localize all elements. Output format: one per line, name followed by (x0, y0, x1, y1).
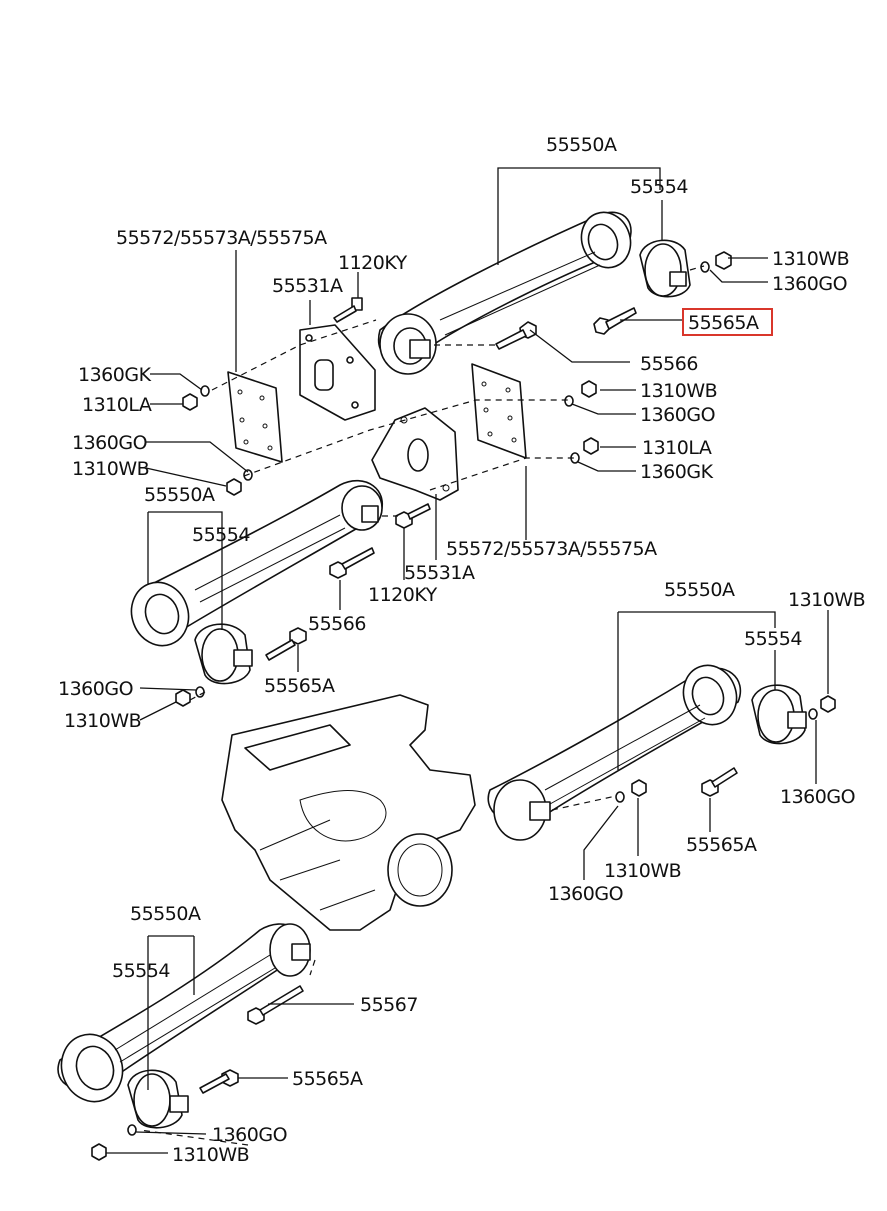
label-55550A-bottom-left[interactable]: 55550A (130, 903, 201, 925)
nut-washer-top (700, 251, 732, 273)
fasteners-bottom-right (615, 767, 738, 803)
fasteners-bottom-left (91, 985, 304, 1161)
label-55554-mid-left[interactable]: 55554 (192, 524, 251, 546)
bushing-top (639, 239, 691, 298)
label-55565A-bottom-left[interactable]: 55565A (292, 1068, 363, 1090)
label-1360GO-left[interactable]: 1360GO (72, 432, 148, 454)
label-55550A-top[interactable]: 55550A (546, 134, 617, 156)
bushing-bottom-left (127, 1069, 189, 1129)
label-1310WB-top[interactable]: 1310WB (772, 248, 850, 270)
label-55531A-top[interactable]: 55531A (272, 275, 343, 297)
label-55567[interactable]: 55567 (360, 994, 418, 1016)
bolts-mid-left (175, 503, 431, 707)
label-1360GO-bottom-left[interactable]: 1360GO (212, 1124, 288, 1146)
label-1360GO-far-right[interactable]: 1360GO (780, 786, 856, 808)
label-55550A-bottom-right[interactable]: 55550A (664, 579, 735, 601)
label-55565A-highlighted[interactable]: 55565A (688, 312, 759, 334)
label-1360GO-right-mid[interactable]: 1360GO (640, 404, 716, 426)
label-1360GK-right-mid[interactable]: 1360GK (640, 461, 714, 483)
plate-left (227, 371, 283, 463)
labels: 55550A 55554 1310WB 1360GO 55565A 55566 … (58, 134, 866, 1166)
label-1310WB-mid-left[interactable]: 1310WB (64, 710, 142, 732)
label-1310WB-bottom-left[interactable]: 1310WB (172, 1144, 250, 1166)
highlight-box (682, 308, 773, 336)
label-1310LA-left[interactable]: 1310LA (82, 394, 152, 416)
bushing-mid-left (194, 623, 253, 685)
label-1310LA-right-mid[interactable]: 1310LA (642, 437, 712, 459)
control-arm-bottom-left (57, 923, 311, 1103)
label-55572-top[interactable]: 55572/55573A/55575A (116, 227, 328, 249)
label-55554-bottom-right[interactable]: 55554 (744, 628, 803, 650)
nuts-washers-mid (182, 380, 599, 496)
label-1360GO-bottom-right[interactable]: 1360GO (548, 883, 624, 905)
bracket-top (299, 324, 376, 421)
control-arm-bottom-right (487, 664, 742, 841)
crossmember (221, 694, 476, 931)
label-55566-top[interactable]: 55566 (640, 353, 698, 375)
label-1360GO-mid-left[interactable]: 1360GO (58, 678, 134, 700)
label-55550A-mid-left[interactable]: 55550A (144, 484, 215, 506)
control-arm-top (377, 211, 632, 375)
bolt-1120KY-top (333, 297, 363, 323)
control-arm-mid-left (130, 479, 383, 647)
label-55554-top[interactable]: 55554 (630, 176, 689, 198)
bolt-55566-top (495, 321, 537, 350)
label-55531A-mid[interactable]: 55531A (404, 562, 475, 584)
label-1360GK-left[interactable]: 1360GK (78, 364, 152, 386)
bushing-bottom-right (751, 684, 836, 745)
label-1310WB-bottom-right[interactable]: 1310WB (604, 860, 682, 882)
label-1310WB-left[interactable]: 1310WB (72, 458, 150, 480)
label-55572-mid[interactable]: 55572/55573A/55575A (446, 538, 658, 560)
label-1310WB-right-mid[interactable]: 1310WB (640, 380, 718, 402)
label-55566-mid[interactable]: 55566 (308, 613, 366, 635)
bracket-middle (371, 407, 459, 501)
bolt-55565A-top (593, 307, 637, 335)
label-1360GO-top[interactable]: 1360GO (772, 273, 848, 295)
label-1310WB-far-right[interactable]: 1310WB (788, 589, 866, 611)
label-1120KY-mid[interactable]: 1120KY (368, 584, 438, 606)
label-55565A-bottom-right[interactable]: 55565A (686, 834, 757, 856)
label-1120KY-top[interactable]: 1120KY (338, 252, 408, 274)
label-55565A-mid[interactable]: 55565A (264, 675, 335, 697)
plate-right (471, 363, 527, 459)
label-55554-bottom-left[interactable]: 55554 (112, 960, 171, 982)
leader-lines (106, 167, 829, 1154)
